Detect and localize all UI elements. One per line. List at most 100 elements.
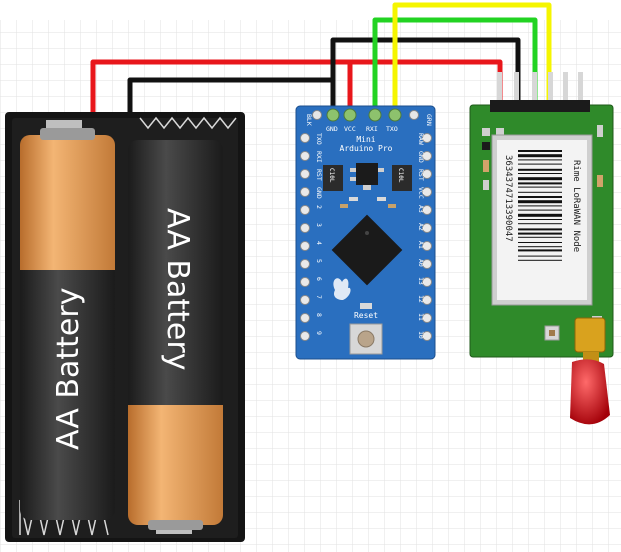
barcode-bar [518, 191, 562, 193]
wire-black-battery [127, 77, 336, 118]
arduino-right-pin-hole [422, 331, 432, 341]
arduino-left-pin-hole [300, 151, 310, 161]
battery-right: AA Battery [128, 140, 223, 530]
arduino-title-mini: Mini [356, 135, 375, 144]
spring-contact-bottom [19, 499, 109, 536]
barcode-bar [518, 209, 562, 211]
lora-barcode [518, 150, 562, 261]
battery-left: AA Battery [20, 128, 115, 520]
barcode-bar [518, 249, 562, 252]
arduino-right-pin-hole [422, 259, 432, 269]
arduino-right-pin-label: RST [417, 169, 425, 181]
arduino-left-pin-label: 9 [315, 331, 323, 335]
barcode-bar [518, 223, 562, 225]
arduino-left-pin-label: GND [315, 187, 323, 199]
arduino-left-pin-label: 5 [315, 259, 323, 263]
arduino-right-pin-hole [422, 241, 432, 251]
arduino-left-pin-hole [300, 295, 310, 305]
arduino-left-pin-hole [300, 223, 310, 233]
arduino-right-pin-hole [422, 169, 432, 179]
arduino-right-pin-label: A0 [417, 259, 425, 267]
barcode-bar [518, 186, 562, 188]
arduino-right-pin-hole [422, 223, 432, 233]
arduino-left-pin-hole [300, 241, 310, 251]
arduino-right-pin-label: RAW [417, 133, 425, 145]
arduino-left-pin-label: TXO [315, 133, 323, 145]
terminal-tab-top [46, 120, 82, 130]
barcode-bar [518, 173, 562, 174]
arduino-right-pin-label: VCC [417, 187, 425, 199]
arduino-corner-grn: GRN [425, 114, 433, 126]
lora-node-module: 3634374713390047 Rime LoRaWAN Node [469, 72, 614, 425]
barcode-bar [518, 219, 562, 220]
voltage-regulator [356, 163, 378, 185]
lora-header-pins [490, 72, 590, 112]
arduino-right-pin-label: 13 [417, 277, 425, 285]
spring-contact-top [139, 116, 237, 130]
wire-red-battery [90, 59, 353, 118]
arduino-right-pin-hole [422, 151, 432, 161]
microcontroller-chip [331, 214, 403, 286]
capacitor-left-label: C10L [328, 168, 335, 183]
arduino-pin-rxi-top: RXI [366, 125, 378, 133]
antenna-icon [570, 359, 610, 425]
arduino-pin-txo-top: TXO [386, 125, 398, 133]
barcode-bar [518, 205, 562, 207]
lora-module-name: Rime LoRaWAN Node [571, 160, 581, 252]
wire-green-rxi [372, 17, 538, 108]
arduino-left-pin-hole [300, 277, 310, 287]
arduino-left-pin-hole [300, 169, 310, 179]
arduino-title-pro: Arduino Pro [340, 144, 393, 153]
arduino-left-pin-label: 8 [315, 313, 323, 317]
arduino-right-pin-label: A3 [417, 205, 425, 213]
arduino-left-pin-hole [300, 133, 310, 143]
arduino-right-pin-label: GND [417, 151, 425, 163]
arduino-right-pin-hole [422, 133, 432, 143]
arduino-right-pin-hole [422, 313, 432, 323]
arduino-pin-vcc-top: VCC [344, 125, 356, 133]
barcode-bar [518, 259, 562, 261]
arduino-pro-mini: GND VCC RXI TXO BLK GRN Mini Arduino Pro… [295, 105, 436, 360]
arduino-pin-gnd-top: GND [326, 125, 338, 133]
lora-serial-number: 3634374713390047 [503, 155, 513, 242]
barcode-bar [518, 200, 562, 204]
smd-component [349, 197, 358, 201]
wires [90, 2, 552, 118]
sma-connector [574, 317, 606, 353]
capacitor-right-label: C10L [397, 168, 404, 183]
arduino-right-pin-label: 12 [417, 295, 425, 303]
arduino-right-pin-label: A1 [417, 241, 425, 249]
battery-right-label: AA Battery [160, 208, 195, 370]
barcode-bar [518, 177, 562, 181]
arduino-right-pin-label: 11 [417, 313, 425, 321]
arduino-left-pin-label: 4 [315, 241, 323, 245]
arduino-right-pin-hole [422, 295, 432, 305]
arduino-left-pin-hole [300, 259, 310, 269]
arduino-left-pin-label: RXI [315, 151, 323, 163]
barcode-bar [518, 246, 562, 248]
wire-yellow-txo [392, 2, 552, 108]
arduino-left-pin-label: 7 [315, 295, 323, 299]
barcode-bar [518, 242, 562, 243]
battery-holder: AA Battery AA Battery [5, 112, 245, 542]
sparkfun-flame-icon [333, 278, 351, 300]
barcode-bar [518, 228, 562, 231]
arduino-left-pin-label: 3 [315, 223, 323, 227]
arduino-left-pin-hole [300, 205, 310, 215]
barcode-bar [518, 154, 562, 158]
capacitor-right [392, 165, 412, 191]
barcode-bar [518, 159, 562, 161]
smd-component [388, 204, 396, 208]
arduino-left-pin-hole [300, 313, 310, 323]
arduino-left-pin-label: 6 [315, 277, 323, 281]
barcode-bar [518, 196, 562, 198]
barcode-bar [518, 213, 562, 217]
arduino-left-pin-hole [300, 187, 310, 197]
arduino-right-pin-label: A2 [417, 223, 425, 231]
barcode-bar [518, 236, 562, 238]
arduino-right-pin-hole [422, 187, 432, 197]
barcode-bar [518, 232, 562, 235]
